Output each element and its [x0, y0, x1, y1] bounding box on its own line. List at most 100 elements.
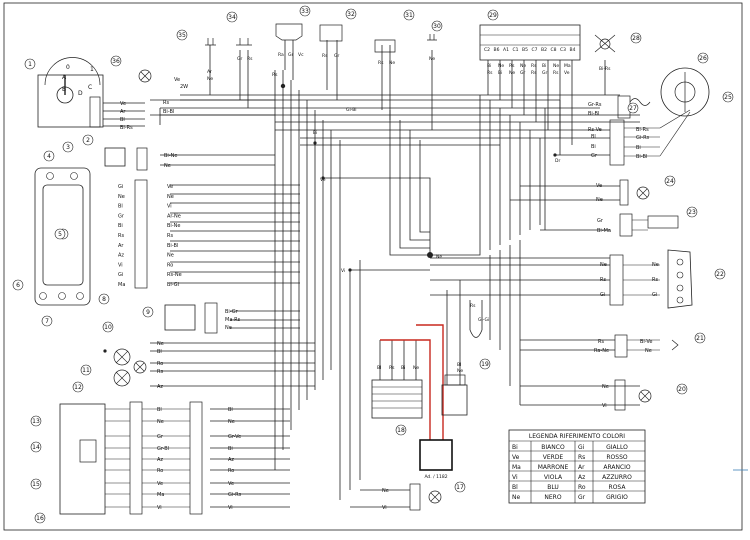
- callout-circle: [176, 29, 188, 41]
- callout-circle: [627, 102, 639, 114]
- top-wire: Rs: [322, 53, 328, 59]
- switch21-wire: Ne: [645, 348, 652, 354]
- handlebar-switch: [59, 401, 203, 515]
- callout-number: 34: [228, 14, 236, 21]
- top-wire: Rs: [378, 60, 384, 66]
- generator-wire: Bl: [591, 134, 596, 140]
- sensor-2: [104, 147, 148, 171]
- callout-circle: [454, 481, 466, 493]
- switch-wire: Bl: [120, 117, 125, 123]
- junction: [553, 153, 557, 157]
- lamp-wire: Bl: [157, 349, 162, 355]
- top-wire: Gr: [237, 56, 242, 62]
- callout-number: 24: [666, 178, 674, 185]
- callout-number: 21: [696, 335, 704, 342]
- component-callouts: 1234567891011121314151617181920212223242…: [12, 5, 734, 524]
- callout-circle: [431, 20, 443, 32]
- red-wires: [380, 324, 444, 440]
- callout-circle: [722, 91, 734, 103]
- switch-wire-left: Ne: [157, 419, 164, 425]
- legend-cell: Bl: [512, 484, 518, 491]
- callout-number: 2: [86, 137, 90, 144]
- connector-pin: A1: [503, 47, 509, 53]
- connector-pin: B2: [541, 47, 547, 53]
- wiring-harness: [150, 40, 640, 508]
- switch-position: C: [88, 84, 92, 91]
- callout-number: 1: [28, 61, 32, 68]
- bus-label: Rs: [470, 303, 476, 309]
- bus-label: Gi-Gi: [478, 317, 489, 323]
- component23-wire: Bi-Ma: [597, 228, 611, 234]
- lamp-wire: Ro: [157, 361, 163, 367]
- switch21-wire: Rs: [598, 339, 604, 345]
- component-28: [594, 34, 616, 53]
- connector29-wire: Gr: [542, 70, 547, 76]
- callout-circle: [41, 315, 53, 327]
- generator-wire: Rs-Ve: [588, 127, 602, 133]
- lamp-wire: Az: [157, 384, 163, 390]
- legend-cell: VIOLA: [544, 474, 563, 481]
- callout-circle: [226, 11, 238, 23]
- callout-number: 10: [104, 324, 112, 331]
- dashboard-cluster: [34, 167, 148, 306]
- top-wire: Gr: [288, 52, 293, 58]
- ground-node: [427, 252, 433, 258]
- dash-wire-right: Vi: [167, 204, 172, 210]
- junction: [103, 349, 107, 353]
- connector29-wire: Ve: [564, 70, 570, 76]
- callout-circle: [479, 358, 491, 370]
- switch-wire-left: Ma: [157, 492, 164, 498]
- component27-wire: Gr-Rs: [588, 102, 602, 108]
- callout-number: 18: [397, 427, 405, 434]
- junction: [280, 83, 286, 89]
- callout-circle: [403, 9, 415, 21]
- legend-cell: Ma: [512, 464, 521, 471]
- callout-circle: [676, 383, 688, 395]
- connector29-wire: Rs: [487, 70, 493, 76]
- lamp24-wire: Ne: [596, 197, 603, 203]
- callout-number: 14: [32, 444, 40, 451]
- relay-wire: Ne: [225, 325, 232, 331]
- switch-wire-right: Gr-Ve: [228, 434, 241, 440]
- callout-number: 22: [716, 271, 724, 278]
- connector-pin: C2: [484, 47, 490, 53]
- legend-cell: AZZURRO: [602, 474, 632, 481]
- legend-cell: GRIGIO: [606, 494, 628, 501]
- bus-label: Ve: [320, 177, 326, 183]
- connector29-wire: Ne: [553, 63, 559, 69]
- lamps-10-11: [113, 348, 147, 387]
- connector-pin: B6: [494, 47, 500, 53]
- callout-number: 30: [433, 23, 441, 30]
- callout-number: 3: [66, 144, 70, 151]
- switch21-wire: Bi-Ve: [640, 339, 652, 345]
- component-19: [469, 329, 483, 338]
- switch-wire-left: Az: [157, 457, 163, 463]
- legend-cell: ROSSO: [606, 454, 628, 461]
- callout-circle: [697, 52, 709, 64]
- legend-cell: VERDE: [543, 454, 564, 461]
- callout-circle: [714, 268, 726, 280]
- sensor-wire: Bi-Ne: [164, 153, 177, 159]
- component18-wire: Bl: [377, 365, 381, 371]
- callout-number: 28: [632, 35, 640, 42]
- switch-position: B: [62, 86, 66, 93]
- connector-pin: C1: [513, 47, 519, 53]
- relay-9: [164, 302, 218, 334]
- lamp-20: [614, 379, 652, 411]
- dash-wire-right: Bi-Bl: [167, 243, 178, 249]
- switch-wire-right: Ne: [228, 419, 235, 425]
- generator-wire: Bi: [591, 144, 596, 150]
- connector29-wire: Gr: [520, 70, 525, 76]
- switch-wire-right: Ro: [228, 468, 234, 474]
- connector29-wire: Bi: [498, 70, 502, 76]
- connector29-wire: Rs: [553, 70, 559, 76]
- callout-number: 4: [47, 153, 51, 160]
- callout-circle: [299, 5, 311, 17]
- switch-wire-right: Vi: [228, 505, 233, 511]
- switch-wire: Bi-Bl: [163, 109, 174, 115]
- lamp22-wire-right: Gi: [652, 292, 657, 298]
- callout-number: 13: [32, 418, 40, 425]
- dash-wire-right: Ne: [167, 253, 174, 259]
- switch-wire: Ve: [120, 101, 126, 107]
